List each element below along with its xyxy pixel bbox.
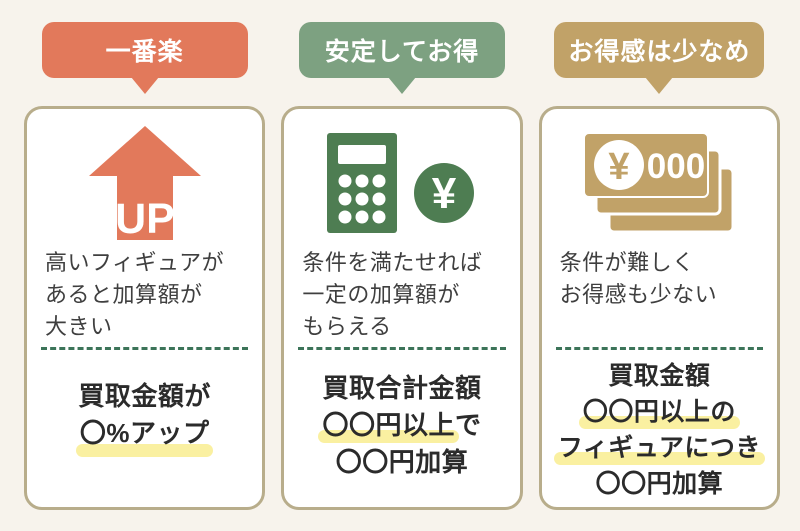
bubble-area-stable: 安定してお得	[281, 0, 522, 106]
dashed-divider	[298, 347, 506, 350]
speech-bubble-easy: 一番楽	[41, 22, 248, 78]
result-line: 〇%アップ	[27, 415, 262, 457]
up-label: UP	[115, 195, 175, 240]
highlighted-text: フィギュアにつき	[553, 430, 765, 466]
highlighted-text: 〇〇円以上	[318, 407, 459, 444]
bubble-label: 安定してお得	[324, 38, 480, 66]
column-easy: 一番楽 UP 高いフィギュアが あると加算額が 大きい 買取金額が 〇%アップ	[24, 0, 266, 510]
yen-symbol: ¥	[432, 169, 457, 218]
bubble-label: お得感は少なめ	[568, 38, 751, 66]
result-line: 〇〇円加算	[335, 447, 469, 477]
description-line: 高いフィギュアが	[45, 250, 225, 275]
calculator-yen-icon: ¥	[284, 109, 519, 243]
card-description: 条件が難しく お得感も少ない	[542, 243, 777, 347]
result-line: 買取金額	[608, 362, 711, 390]
card-result: 買取金額 〇〇円以上の フィギュアにつき 〇〇円加算	[542, 350, 777, 502]
column-low: お得感は少なめ ¥ 000 条件が難しく お得感も少ない 買取金額	[538, 0, 780, 510]
up-arrow-icon: UP	[27, 109, 262, 243]
banknotes-icon: ¥ 000	[542, 109, 777, 243]
highlighted-text: 〇〇円以上の	[578, 394, 740, 430]
result-line: 〇〇円以上の	[542, 394, 777, 430]
result-line: 買取合計金額	[322, 373, 482, 403]
yen-symbol: ¥	[609, 146, 630, 188]
zeros-label: 000	[647, 147, 705, 186]
speech-bubble-low: お得感は少なめ	[554, 22, 765, 78]
column-stable: 安定してお得 ¥ 条件を満たせれば 一定の加算額が もらえる	[281, 0, 523, 510]
description-line: もらえる	[302, 314, 392, 339]
bubble-label: 一番楽	[105, 38, 184, 66]
description-line: お得感も少ない	[559, 282, 718, 307]
description-line: 一定の加算額が	[302, 282, 460, 307]
result-line: 〇〇円以上で	[284, 407, 519, 444]
result-text: で	[454, 410, 482, 440]
dashed-divider	[555, 347, 763, 350]
bubble-area-easy: 一番楽	[24, 0, 265, 106]
description-line: 条件を満たせれば	[302, 250, 483, 275]
description-line: あると加算額が	[45, 282, 203, 307]
result-line: 〇〇円加算	[595, 470, 724, 498]
result-line: 買取金額が	[78, 381, 211, 411]
card-description: 高いフィギュアが あると加算額が 大きい	[27, 243, 262, 347]
result-line: フィギュアにつき	[542, 430, 777, 466]
card-result: 買取合計金額 〇〇円以上で 〇〇円加算	[284, 350, 519, 481]
card-result: 買取金額が 〇%アップ	[27, 350, 262, 457]
speech-bubble-stable: 安定してお得	[298, 22, 505, 78]
highlighted-text: 〇%アップ	[75, 415, 214, 457]
description-line: 条件が難しく	[559, 250, 695, 275]
card-stable: ¥ 条件を満たせれば 一定の加算額が もらえる 買取合計金額 〇〇円以上で 〇〇…	[281, 106, 523, 510]
bubble-area-low: お得感は少なめ	[539, 0, 780, 106]
card-low: ¥ 000 条件が難しく お得感も少ない 買取金額 〇〇円以上の フィギュアにつ…	[538, 106, 780, 510]
dashed-divider	[41, 347, 249, 350]
card-description: 条件を満たせれば 一定の加算額が もらえる	[284, 243, 519, 347]
card-easy: UP 高いフィギュアが あると加算額が 大きい 買取金額が 〇%アップ	[24, 106, 266, 510]
description-line: 大きい	[45, 314, 113, 339]
